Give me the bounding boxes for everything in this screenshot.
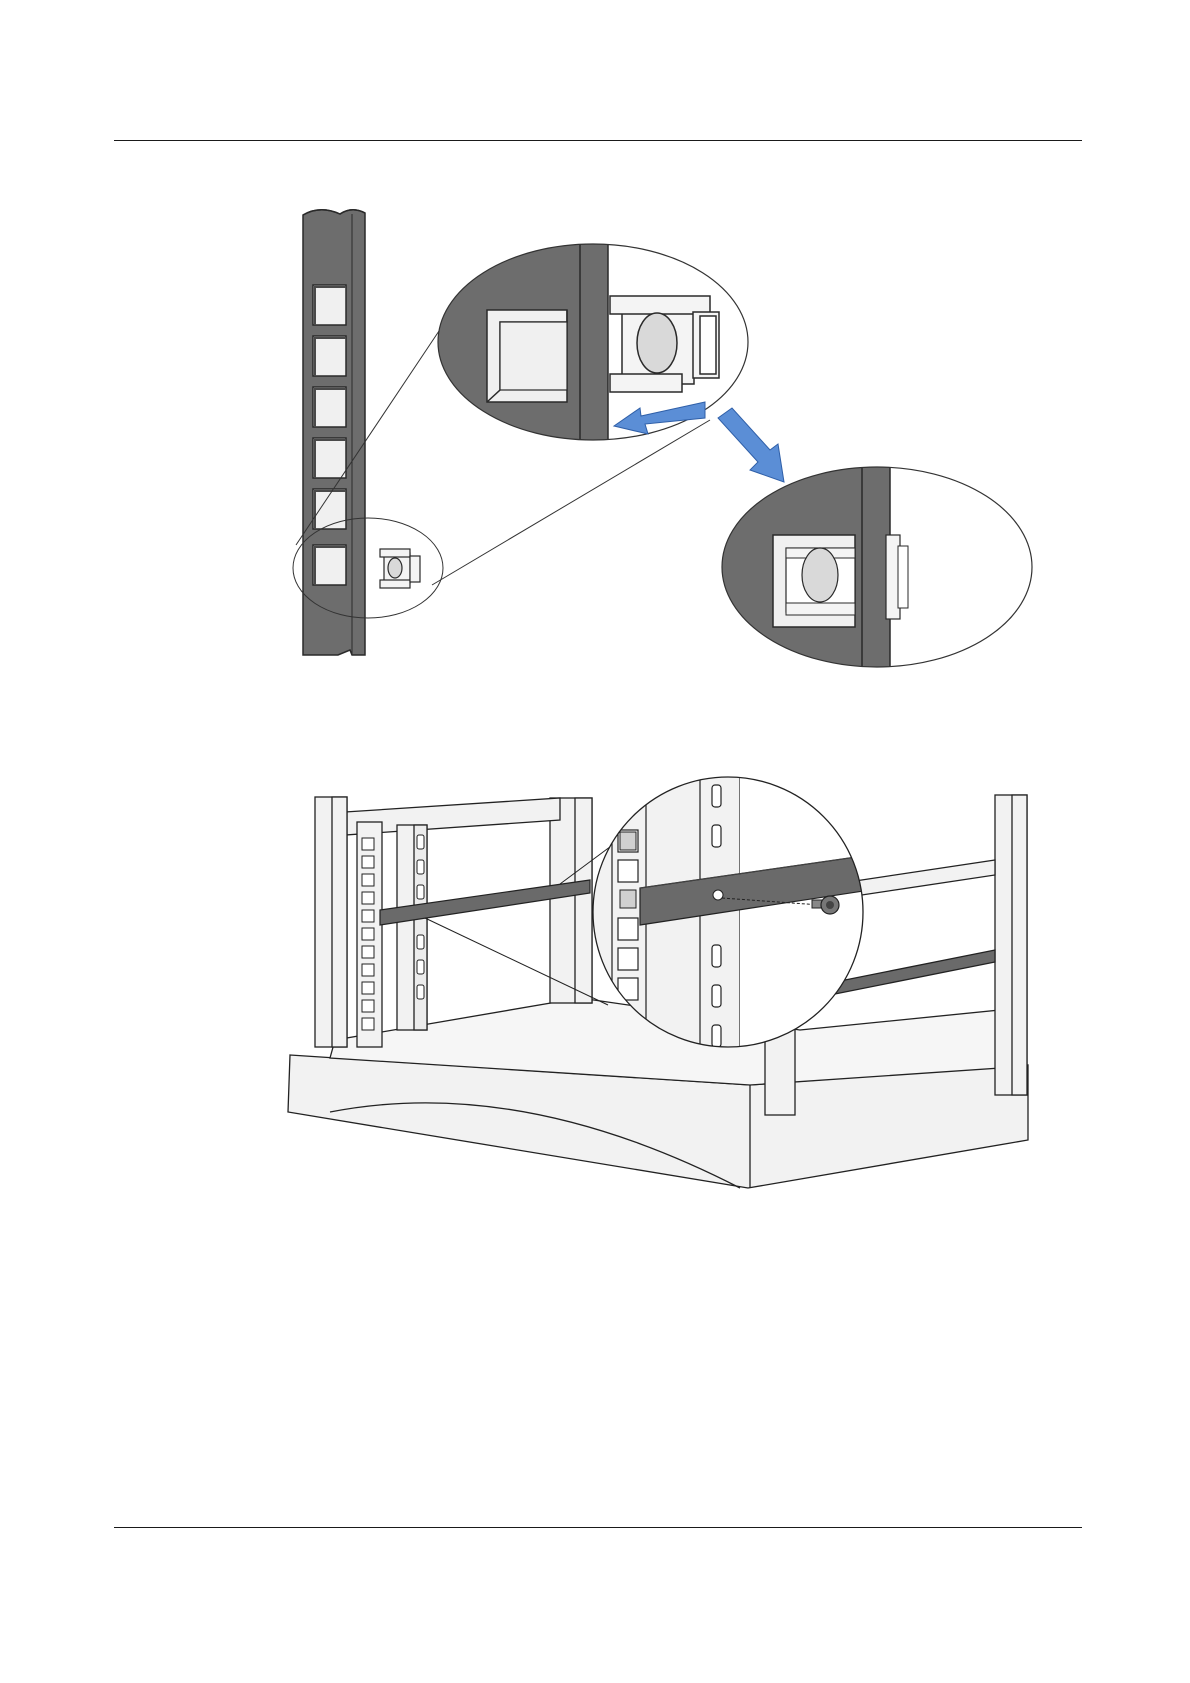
rack-post — [303, 210, 365, 655]
result-arrow — [718, 408, 784, 482]
footer-rule — [114, 1527, 1082, 1528]
cage-nut-small — [380, 549, 420, 588]
zoom-circle-before — [430, 240, 760, 450]
cage-nut-installation-figure — [0, 0, 1190, 720]
zoom-circle-after — [720, 465, 1040, 675]
guide-rail-installation-figure — [0, 760, 1190, 1220]
